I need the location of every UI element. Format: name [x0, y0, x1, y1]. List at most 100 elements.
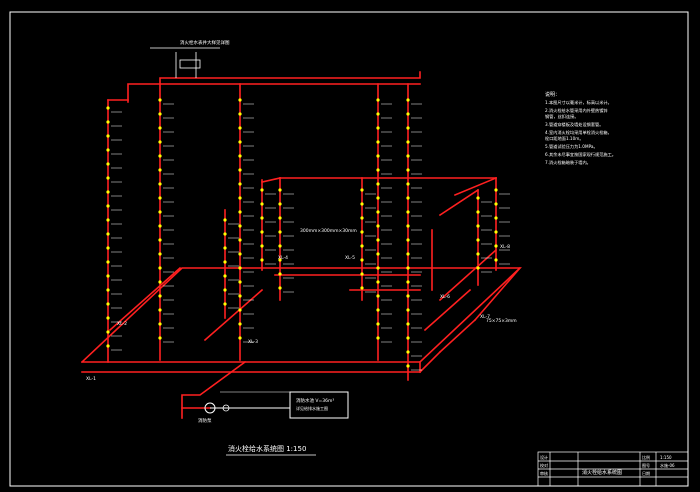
pump-tank-detail	[204, 391, 349, 419]
pipe-network	[80, 71, 523, 419]
hydrant-marker	[238, 252, 242, 256]
hydrant-marker	[494, 188, 498, 192]
hydrant-marker	[476, 238, 480, 242]
hydrant-marker	[406, 294, 410, 298]
hydrant-marker	[278, 244, 282, 248]
hydrant-marker	[238, 182, 242, 186]
hydrant-marker	[106, 316, 110, 320]
hydrant-marker	[106, 302, 110, 306]
hydrant-marker	[376, 308, 380, 312]
note-line: 3.管道穿楼板及墙处设钢套管。	[545, 121, 603, 128]
hydrant-marker	[406, 98, 410, 102]
note-line: 7.消火栓箱暗装于墙内。	[545, 159, 591, 166]
hydrant-marker	[376, 140, 380, 144]
hydrant-marker	[106, 232, 110, 236]
hydrant-marker	[158, 168, 162, 172]
hydrant-marker	[376, 98, 380, 102]
hydrant-marker	[158, 182, 162, 186]
drawing-frame	[9, 11, 689, 487]
hydrant-marker	[494, 258, 498, 262]
scale-value: 1:150	[660, 455, 672, 460]
hydrant-marker	[260, 230, 264, 234]
riser-label: XL-1	[86, 376, 96, 382]
hydrant-marker	[278, 272, 282, 276]
note-line: 钢管，丝扣连接。	[545, 113, 579, 120]
hydrant-marker	[494, 230, 498, 234]
hydrant-marker	[278, 230, 282, 234]
note-line: 2.消火栓给水管采用内外壁热镀锌	[545, 107, 608, 114]
hydrant-marker	[494, 244, 498, 248]
note-line: 5.管道试验压力为1.0MPa。	[545, 143, 598, 150]
hydrant-marker	[158, 238, 162, 242]
hydrant-marker	[223, 288, 227, 292]
hydrant-marker	[406, 182, 410, 186]
hydrant-marker	[360, 244, 364, 248]
lower-callout: 75×75×3mm	[486, 318, 517, 324]
hydrant-marker	[360, 258, 364, 262]
hydrant-marker	[376, 126, 380, 130]
hydrant-marker	[360, 230, 364, 234]
valve-icon	[222, 404, 230, 412]
hydrant-marker	[376, 294, 380, 298]
hydrant-marker	[106, 344, 110, 348]
note-line: 4.室内消火栓均采用单栓消火栓箱，	[545, 129, 612, 136]
hydrant-marker	[260, 258, 264, 262]
hydrant-marker	[106, 288, 110, 292]
hydrant-marker	[476, 266, 480, 270]
upper-callout: 300mm×300mm×30mm	[300, 228, 357, 234]
riser-label: XL-4	[278, 255, 288, 261]
hydrant-marker	[376, 238, 380, 242]
hydrant-marker	[238, 126, 242, 130]
hydrant-marker	[278, 286, 282, 290]
hydrant-marker	[223, 218, 227, 222]
hydrant-marker	[238, 210, 242, 214]
hydrant-marker	[158, 294, 162, 298]
hydrant-marker	[223, 246, 227, 250]
hydrant-marker	[158, 336, 162, 340]
hydrant-marker	[158, 154, 162, 158]
hydrant-marks	[106, 98, 510, 371]
hydrant-marker	[360, 286, 364, 290]
hydrant-marker	[476, 196, 480, 200]
hydrant-marker	[238, 266, 242, 270]
hydrant-marker	[106, 120, 110, 124]
hydrant-marker	[406, 322, 410, 326]
notes-block: 说明： 1.本图尺寸以毫米计，标高以米计。 2.消火栓给水管采用内外壁热镀锌 钢…	[545, 91, 616, 166]
hydrant-marker	[494, 216, 498, 220]
scale-label: 比例	[642, 454, 650, 460]
hydrant-marker	[238, 224, 242, 228]
hydrant-marker	[376, 168, 380, 172]
drawing-title: 消火栓给水系统图 1:150	[228, 444, 306, 453]
hydrant-marker	[106, 134, 110, 138]
hydrant-marker	[158, 322, 162, 326]
hydrant-marker	[406, 266, 410, 270]
hydrant-marker	[406, 210, 410, 214]
hydrant-marker	[106, 274, 110, 278]
approve-label: 审核	[540, 470, 548, 476]
hydrant-marker	[406, 350, 410, 354]
hydrant-marker	[278, 188, 282, 192]
hydrant-marker	[158, 196, 162, 200]
title-block	[537, 451, 689, 487]
hydrant-marker	[376, 252, 380, 256]
hydrant-marker	[106, 148, 110, 152]
hydrant-marker	[476, 252, 480, 256]
hydrant-marker	[278, 216, 282, 220]
hydrant-marker	[376, 154, 380, 158]
sheet-value: 水施-06	[660, 462, 675, 468]
hydrant-marker	[106, 204, 110, 208]
sheet-label: 图号	[642, 462, 650, 468]
hydrant-marker	[158, 98, 162, 102]
hydrant-marker	[106, 106, 110, 110]
hydrant-marker	[260, 188, 264, 192]
hydrant-marker	[158, 210, 162, 214]
hydrant-marker	[106, 246, 110, 250]
hydrant-marker	[406, 238, 410, 242]
hydrant-marker	[278, 202, 282, 206]
note-line: 1.本图尺寸以毫米计，标高以米计。	[545, 99, 612, 106]
hydrant-marker	[476, 210, 480, 214]
note-line: 栓口距地面1.10m。	[545, 135, 584, 142]
hydrant-marker	[106, 218, 110, 222]
hydrant-marker	[406, 308, 410, 312]
